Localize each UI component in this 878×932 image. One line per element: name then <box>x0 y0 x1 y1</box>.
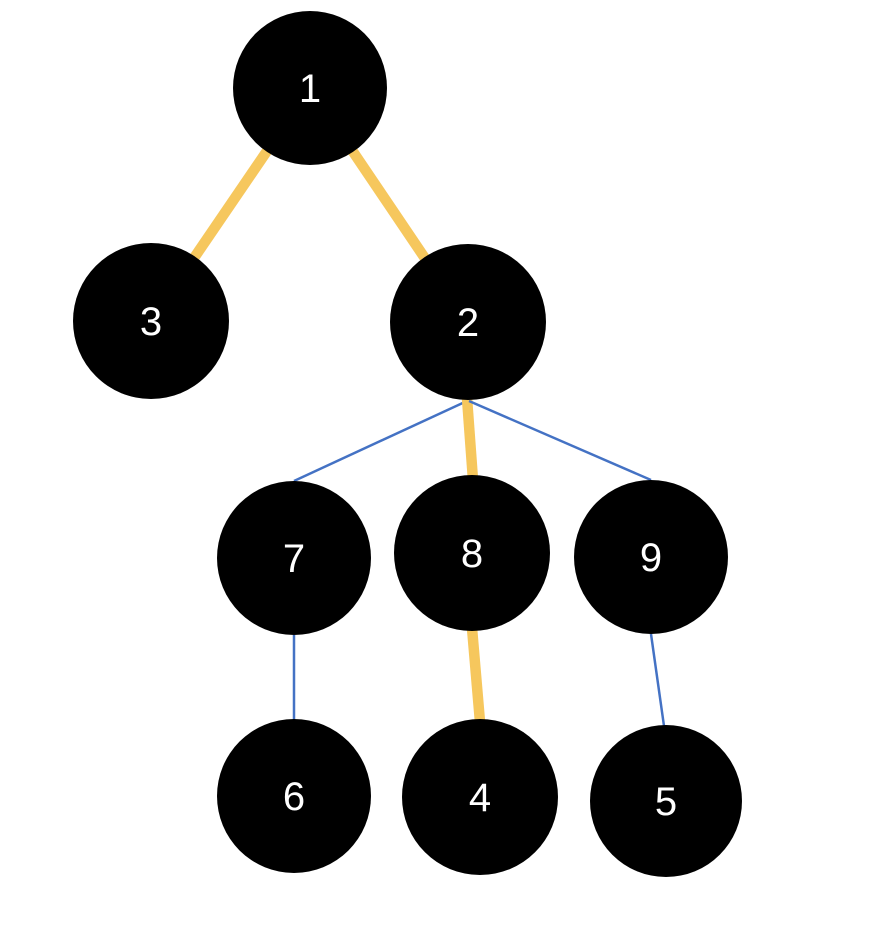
edge-8-4 <box>466 627 486 723</box>
node-circle-6 <box>217 719 371 873</box>
node-circle-2 <box>390 244 546 400</box>
node-circle-9 <box>574 480 728 634</box>
node-circle-3 <box>73 243 229 399</box>
node-label-7: 7 <box>283 537 305 581</box>
node-circle-1 <box>233 11 387 165</box>
node-label-9: 9 <box>640 536 662 580</box>
node-label-2: 2 <box>457 301 479 345</box>
node-circle-5 <box>590 725 742 877</box>
nodes-layer: 1 3 2 7 8 9 6 4 5 <box>73 11 742 877</box>
node-label-1: 1 <box>299 67 321 111</box>
edges-layer <box>146 85 666 727</box>
node-circle-8 <box>394 475 550 631</box>
edge-2-8 <box>461 397 479 481</box>
node-label-3: 3 <box>140 300 162 344</box>
node-label-6: 6 <box>283 775 305 819</box>
node-label-5: 5 <box>655 780 677 824</box>
edge-9-5 <box>649 633 666 727</box>
edge-2-7 <box>293 399 468 483</box>
node-circle-7 <box>217 481 371 635</box>
node-label-4: 4 <box>469 776 491 820</box>
node-label-8: 8 <box>461 532 483 576</box>
node-circle-4 <box>402 719 558 875</box>
edge-2-9 <box>468 399 652 482</box>
